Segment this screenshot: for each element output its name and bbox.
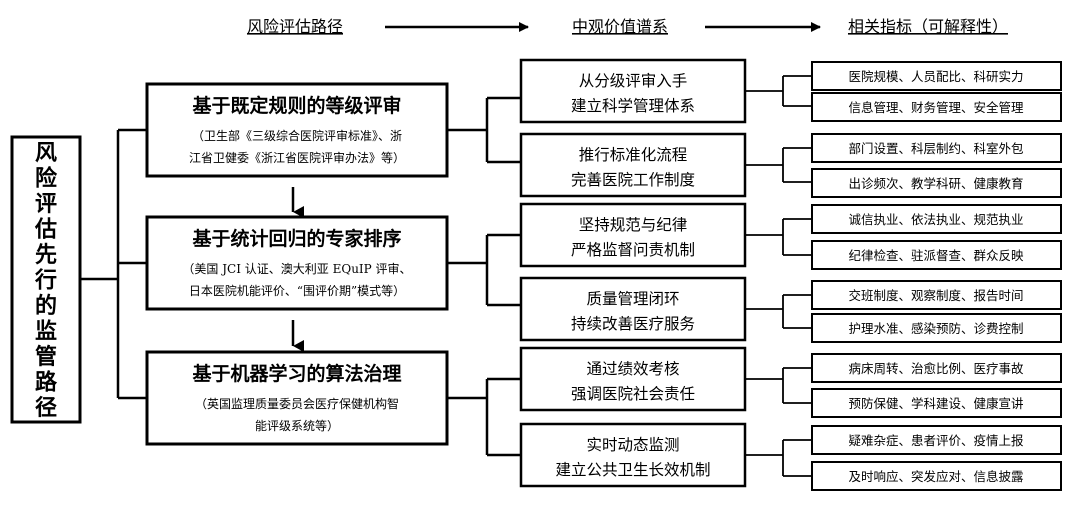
level3-node-10: 预防保健、学科建设、健康宣讲 [811,388,1062,418]
level3-label: 预防保健、学科建设、健康宣讲 [848,396,1023,411]
level3-node-11: 疑难杂症、患者评价、疫情上报 [811,425,1062,455]
level1-title: 基于既定规则的等级评审 [191,94,401,117]
level3-node-3: 部门设置、科层制约、科室外包 [811,133,1062,163]
level3-node-12: 及时响应、突发应对、信息披露 [811,461,1062,491]
level2-line2: 建立科学管理体系 [571,97,695,115]
level2-line2: 建立公共卫生长效机制 [555,461,710,479]
level3-node-2: 信息管理、财务管理、安全管理 [811,92,1062,122]
level2-node-3: 坚持规范与纪律 严格监督问责机制 [519,202,747,268]
level2-line1: 从分级评审入手 [579,72,688,90]
level2-node-2: 推行标准化流程 完善医院工作制度 [519,132,747,198]
level2-line1: 质量管理闭环 [586,290,679,308]
level3-label: 诚信执业、依法执业、规范执业 [848,212,1023,227]
level2-node-5: 通过绩效考核 强调医院社会责任 [519,346,747,412]
level3-node-8: 护理水准、感染预防、诊费控制 [811,313,1062,343]
level1-sub-line: （卫生部《三级综合医院评审标准》、浙 [192,128,402,143]
level1-title: 基于统计回归的专家排序 [191,227,401,250]
level1-sub-line: （美国 JCI 认证、澳大利亚 EQuIP 评审、 [182,261,411,276]
level3-label: 病床周转、治愈比例、医疗事故 [848,361,1024,376]
level3-label: 护理水准、感染预防、诊费控制 [848,321,1023,336]
level3-label: 部门设置、科层制约、科室外包 [848,141,1023,156]
level3-node-1: 医院规模、人员配比、科研实力 [811,61,1062,91]
level2-line2: 严格监督问责机制 [571,241,695,259]
header-indicators: 相关指标（可解释性） [848,17,1008,36]
level2-line1: 实时动态监测 [586,436,679,454]
level3-node-7: 交班制度、观察制度、报告时间 [811,280,1062,310]
level3-node-5: 诚信执业、依法执业、规范执业 [811,204,1062,234]
level3-label: 纪律检查、驻派督查、群众反映 [848,248,1024,263]
level3-label: 信息管理、财务管理、安全管理 [848,100,1024,115]
level2-node-6: 实时动态监测 建立公共卫生长效机制 [519,422,747,488]
level3-node-4: 出诊频次、教学科研、健康教育 [811,168,1062,198]
level3-node-6: 纪律检查、驻派督查、群众反映 [811,240,1062,270]
level1-sub-line: 能评级系统等） [255,419,339,433]
level2-level3-connectors [745,75,812,477]
level1-sub-line: 日本医院机能评价、“围评价期”模式等） [189,284,405,298]
level2-node-4: 质量管理闭环 持续改善医疗服务 [519,276,747,342]
header-risk-path: 风险评估路径 [247,17,343,36]
level1-sub-line: 江省卫健委《浙江省医院评审办法》等） [189,150,405,165]
level2-line2: 持续改善医疗服务 [571,315,695,333]
header-value-spectrum: 中观价值谱系 [572,17,668,36]
root-label: 风险评估先行的监管路径 [34,140,58,421]
level3-node-9: 病床周转、治愈比例、医疗事故 [811,353,1062,383]
level1-title: 基于机器学习的算法治理 [191,362,401,385]
level2-node-1: 从分级评审入手 建立科学管理体系 [519,58,747,124]
level1-node-3: 基于机器学习的算法治理 （英国监理质量委员会医疗保健机构智 能评级系统等） [145,350,449,446]
level3-label: 出诊频次、教学科研、健康教育 [848,176,1023,191]
level1-node-2: 基于统计回归的专家排序 （美国 JCI 认证、澳大利亚 EQuIP 评审、 日本… [145,215,449,311]
level3-label: 疑难杂症、患者评价、疫情上报 [848,433,1024,448]
level2-line1: 推行标准化流程 [579,146,688,164]
level2-line2: 完善医院工作制度 [571,170,695,189]
level1-sub-line: （英国监理质量委员会医疗保健机构智 [195,396,399,411]
level2-line2: 强调医院社会责任 [571,384,695,403]
level3-label: 医院规模、人员配比、科研实力 [848,69,1023,84]
level3-label: 交班制度、观察制度、报告时间 [848,288,1023,303]
level2-line1: 坚持规范与纪律 [579,216,688,234]
level2-line1: 通过绩效考核 [586,360,679,378]
level1-node-1: 基于既定规则的等级评审 （卫生部《三级综合医院评审标准》、浙 江省卫健委《浙江省… [145,82,449,178]
level1-level2-connectors [447,96,521,457]
level3-label: 及时响应、突发应对、信息披露 [848,469,1024,484]
